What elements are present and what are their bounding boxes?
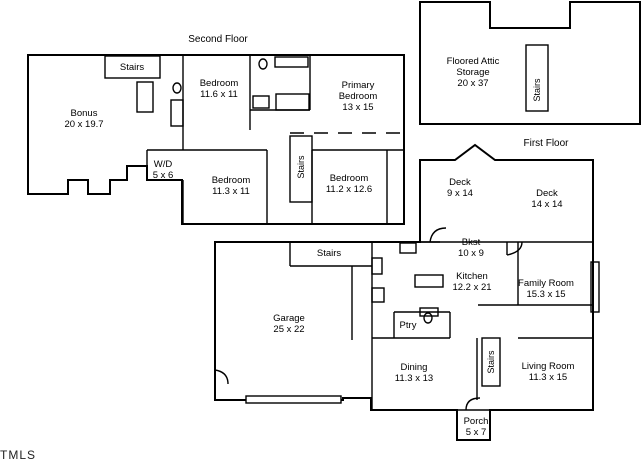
garage-stairs-label: Stairs	[316, 248, 342, 259]
attic-stairs-label: Stairs	[532, 78, 542, 102]
first-stairs-label: Stairs	[486, 350, 496, 374]
attic-outline	[419, 1, 641, 125]
pantry-label: Ptry	[399, 320, 417, 331]
watermark: TMLS	[0, 448, 37, 462]
first-floor-title: First Floor	[523, 138, 569, 149]
second-floor-outline	[27, 54, 405, 225]
second-floor-title: Second Floor	[188, 34, 248, 45]
second-stairs-vertical-label: Stairs	[296, 155, 306, 179]
second-stairs-label: Stairs	[119, 62, 145, 73]
